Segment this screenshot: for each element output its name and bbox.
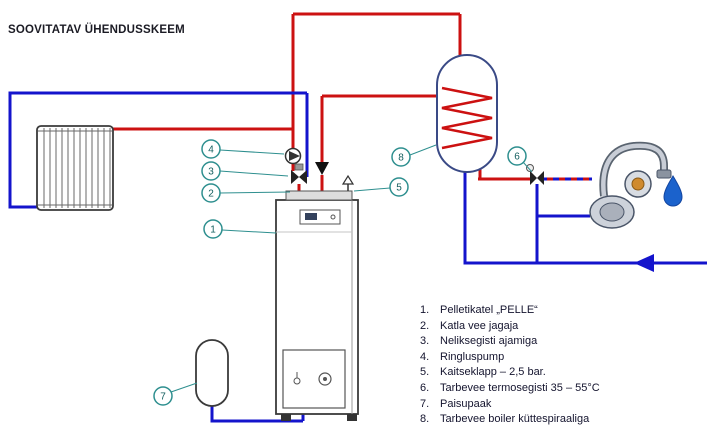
callout-8: 8 (391, 147, 411, 167)
legend-item-text: Paisupaak (440, 397, 492, 410)
circulation-pump (284, 147, 302, 165)
callout-7: 7 (153, 386, 173, 406)
callout-2: 2 (201, 183, 221, 203)
faucet (589, 141, 683, 229)
legend-item-number: 2. (420, 319, 430, 332)
callout-5: 5 (389, 177, 409, 197)
legend-item-5: 5. Kaitseklapp – 2,5 bar. (420, 365, 600, 381)
water-drop-icon (663, 175, 683, 207)
page-title: SOOVITATAV ÜHENDUSSKEEM (8, 24, 185, 36)
faucet-nozzle (656, 169, 672, 179)
callout-6-label: 6 (514, 152, 520, 163)
thermostatic-mixing-valve (526, 164, 544, 185)
callout-7-label: 7 (160, 392, 166, 403)
legend-item-number: 5. (420, 366, 430, 379)
four-way-mixing-valve (291, 163, 307, 184)
legend-item-text: Katla vee jagaja (440, 319, 519, 332)
callout-3: 3 (201, 161, 221, 181)
legend-item-number: 6. (420, 381, 430, 394)
boiler-door (282, 349, 346, 409)
boiler-water-distributor (285, 190, 353, 201)
legend-item-number: 3. (420, 335, 430, 348)
heating-coil (441, 86, 493, 150)
callout-6: 6 (507, 146, 527, 166)
callout-leaders (170, 144, 533, 393)
legend-item-text: Tarbevee boiler küttespiraaliga (440, 413, 590, 426)
cold-water-pipes (8, 91, 707, 423)
legend-item-number: 7. (420, 397, 430, 410)
legend-item-number: 1. (420, 304, 430, 316)
pellet-boiler (275, 190, 359, 421)
legend-item-text: Neliksegisti ajamiga (440, 335, 538, 348)
radiator (36, 125, 114, 211)
callout-8-label: 8 (398, 153, 404, 164)
callout-4-label: 4 (208, 145, 214, 156)
callout-1-label: 1 (210, 225, 216, 236)
legend-item-number: 4. (420, 350, 430, 363)
cold-inlet-flow-arrow (634, 254, 654, 272)
safety-valve (341, 174, 355, 191)
callout-5-label: 5 (396, 183, 402, 194)
callout-3-label: 3 (208, 167, 214, 178)
boiler-foot-right (347, 414, 357, 421)
legend: 1. Pelletikatel „PELLE“ 2. Katla vee jag… (420, 303, 600, 428)
boiler-loop-pump (315, 162, 329, 175)
legend-item-number: 8. (420, 413, 430, 426)
boiler-foot-left (281, 414, 291, 421)
legend-item-8: 8. Tarbevee boiler küttespiraaliga (420, 412, 600, 428)
legend-item-3: 3. Neliksegisti ajamiga (420, 334, 600, 350)
dhw-tank (436, 54, 498, 173)
legend-item-text: Kaitseklapp – 2,5 bar. (440, 366, 546, 379)
legend-item-1: 1. Pelletikatel „PELLE“ (420, 303, 600, 319)
callout-2-label: 2 (208, 189, 214, 200)
legend-item-6: 6. Tarbevee termosegisti 35 – 55°C (420, 381, 600, 397)
legend-item-text: Tarbevee termosegisti 35 – 55°C (440, 381, 600, 394)
legend-item-7: 7. Paisupaak (420, 397, 600, 413)
callout-1: 1 (203, 219, 223, 239)
legend-item-text: Pelletikatel „PELLE“ (440, 304, 538, 316)
legend-item-text: Ringluspump (440, 350, 505, 363)
hot-water-pipes (113, 12, 530, 193)
boiler-display (305, 213, 317, 220)
legend-item-2: 2. Katla vee jagaja (420, 319, 600, 335)
callout-4: 4 (201, 139, 221, 159)
expansion-tank (195, 339, 229, 407)
legend-item-4: 4. Ringluspump (420, 350, 600, 366)
radiator-fins (43, 128, 111, 208)
